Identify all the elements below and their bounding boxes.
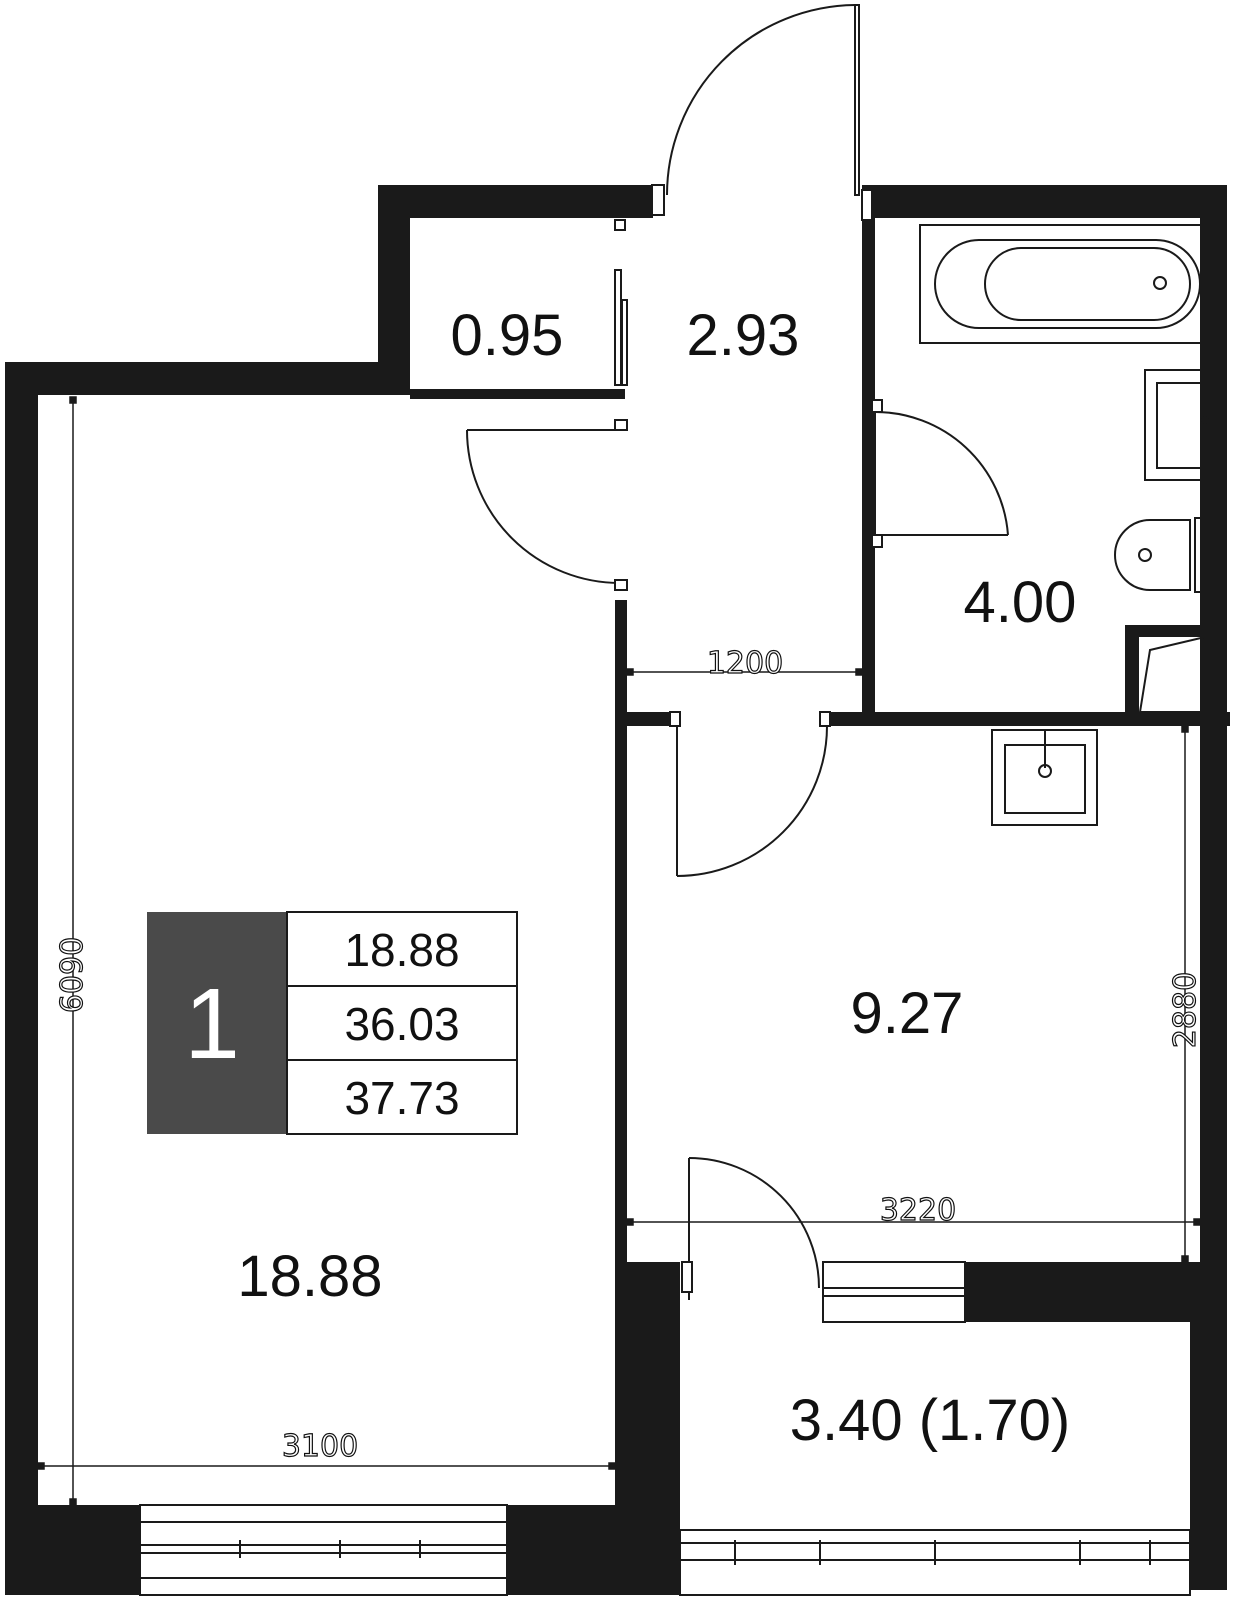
- living-width-dimension: 3100: [282, 1429, 358, 1464]
- kitchen-width-dimension: 3220: [880, 1193, 956, 1228]
- apartment-summary: 1 18.88 36.03 37.73: [147, 911, 518, 1135]
- storage-area-label: 0.95: [451, 303, 564, 368]
- summary-total-with-balcony: 37.73: [344, 1072, 459, 1124]
- kitchen-area-label: 9.27: [851, 981, 964, 1046]
- bathroom-area-label: 4.00: [964, 570, 1077, 635]
- rooms-count-badge: [147, 912, 287, 1134]
- living-height-dimension: 6090: [55, 937, 90, 1013]
- bathtub-icon: [919, 224, 1213, 344]
- exterior-walls: [5, 185, 1227, 1595]
- summary-total-area: 36.03: [344, 998, 459, 1050]
- washer-icon: [1138, 635, 1206, 713]
- kitchen-height-dimension: 2880: [1168, 972, 1203, 1048]
- dimension-lines: [37, 396, 1201, 1506]
- sink-icon: [1144, 369, 1226, 481]
- windows: [139, 1261, 1191, 1596]
- toilet-icon: [1114, 517, 1214, 593]
- corridor-width-dimension: 1200: [707, 646, 783, 681]
- living-area-label: 18.88: [237, 1244, 382, 1309]
- hall-area-label: 2.93: [687, 303, 800, 368]
- balcony-area-label: 3.40 (1.70): [790, 1388, 1071, 1453]
- interior-walls: [410, 218, 1230, 1270]
- doors: [466, 4, 1009, 1300]
- summary-living-area: 18.88: [344, 924, 459, 976]
- kitchen-sink-icon: [991, 729, 1098, 826]
- rooms-count-label: 1: [184, 968, 240, 1080]
